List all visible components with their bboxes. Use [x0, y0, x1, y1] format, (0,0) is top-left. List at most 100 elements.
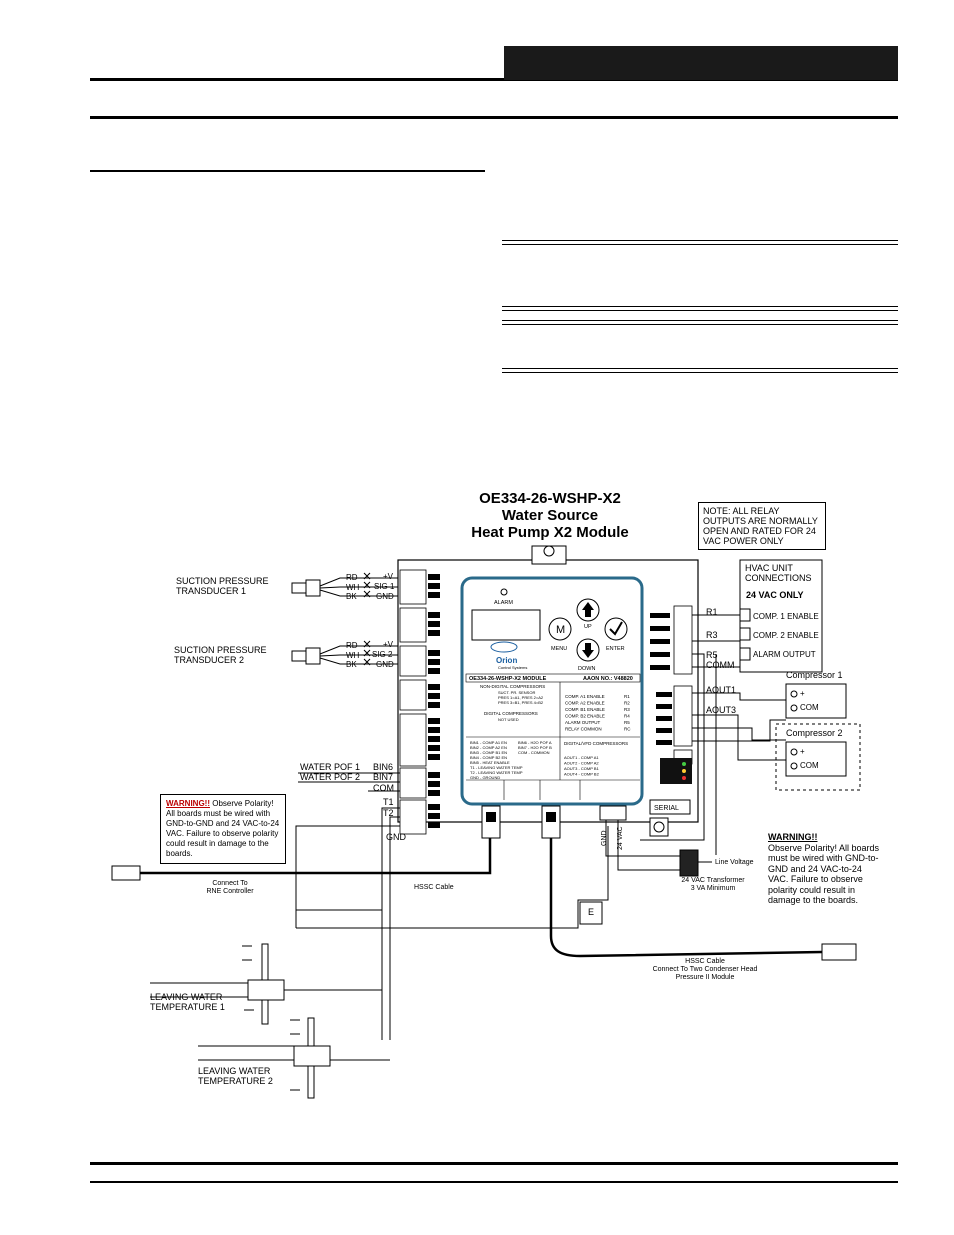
vac-vertical-label: 24 VAC [617, 826, 624, 850]
board-text: ALARM M UP DOWN MENU ENTER Orion Control… [469, 600, 679, 812]
bin-item: T2 - LEAVING WATER TEMP [470, 770, 523, 775]
alarm-led [500, 588, 508, 596]
suct-label: SUCT. PR. SENSOR [498, 690, 535, 695]
up-arrow-icon [582, 602, 594, 617]
pres-a-label: PRES 1=A1, PRES 2=A2 [498, 695, 544, 700]
note-rule-7 [502, 368, 898, 369]
transducer-2-wiring [291, 640, 398, 666]
water-pof-1-label: WATER POF 1 [300, 762, 361, 772]
warning-left-text: Observe Polarity! All boards must be wir… [166, 799, 280, 858]
t1-pin-v: +V [383, 572, 394, 581]
relay-item: COMP. B1 ENABLE [565, 707, 605, 712]
control-systems-label: Control Systems [498, 665, 527, 670]
lwt-1-line2: TEMPERATURE 1 [150, 1002, 225, 1012]
led-3 [682, 776, 686, 780]
digital-label: DIGITAL COMPRESSORS [484, 711, 538, 716]
hvac-title: HVAC UNIT CONNECTIONS [745, 563, 812, 583]
not-used-label: NOT USED [498, 717, 519, 722]
relay-output-wiring [640, 614, 786, 855]
hvac-alarm: ALARM OUTPUT [753, 650, 816, 659]
transducer-1-wiring [291, 572, 398, 598]
hvac-unit-block [739, 559, 823, 673]
transducer-1-line1: SUCTION PRESSURE [176, 576, 269, 586]
up-label: UP [584, 624, 592, 630]
bin-item: COM - COMMON [518, 750, 550, 755]
note-rule-2 [502, 244, 898, 245]
bin-item: BIN4 - COMP B2 EN [470, 755, 507, 760]
bin-item: GND - GROUND [470, 775, 500, 780]
warning-left: WARNING!! Observe Polarity! All boards m… [160, 794, 286, 864]
t2-pin-sig: SIG 2 [372, 650, 393, 659]
lwt-2-label: LEAVING WATER TEMPERATURE 2 [198, 1066, 273, 1086]
down-label: DOWN [578, 666, 595, 672]
footer-rule-1 [90, 1162, 898, 1165]
compressor-2-box [785, 741, 847, 777]
menu-label: MENU [551, 646, 567, 652]
t2-pin-v: +V [383, 640, 394, 649]
compressor-2-title: Compressor 2 [786, 728, 843, 738]
note-rule-8 [502, 372, 898, 373]
lwt-sensor-1 [150, 943, 285, 1025]
bin-item: T1 - LEAVING WATER TEMP [470, 765, 523, 770]
hssc-cable [549, 838, 857, 961]
diagram-title: OE334-26-WSHP-X2 Water Source Heat Pump … [440, 490, 660, 541]
header-rule-top [90, 78, 898, 81]
relay-id: RC [624, 727, 631, 732]
aout-item: AOUT1 - COMP A1 [564, 755, 599, 760]
left-terminal-blocks [399, 569, 427, 835]
transducer-2-line2: TRANSDUCER 2 [174, 655, 245, 665]
compressor-1-plus: + [800, 689, 805, 698]
lwt-sensor-2 [198, 1017, 331, 1099]
t2-wire-wh: WH [346, 651, 360, 660]
t2-wire-bk: BK [346, 660, 357, 669]
aaon-logo [490, 641, 518, 653]
bin-item: BIN6 - H2O POF A [518, 740, 552, 745]
relay-item: COMP. B2 ENABLE [565, 714, 605, 719]
menu-letter: M [556, 624, 565, 636]
bottom-connectors [481, 805, 627, 839]
bin-item: BIN5 - HEAT ENABLE [470, 760, 510, 765]
lwt-1-line1: LEAVING WATER [150, 992, 223, 1002]
bin7-label: BIN7 [373, 772, 394, 782]
section-rule [90, 170, 485, 172]
right-terminal-blocks [673, 605, 693, 765]
transducer-2-label: SUCTION PRESSURE TRANSDUCER 2 [174, 645, 267, 665]
transducer-2-line1: SUCTION PRESSURE [174, 645, 267, 655]
bin-item: BIN3 - COMP B1 EN [470, 750, 507, 755]
hssc-cable-2-label: HSSC Cable Connect To Two Condenser Head… [640, 958, 770, 982]
line-voltage-label: Line Voltage [715, 859, 754, 866]
nondigital-label: NON-DIGITAL COMPRESSORS [480, 684, 545, 689]
relay-id: R3 [624, 707, 630, 712]
aout-item: AOUT2 - COMP A2 [564, 761, 599, 766]
aout3-label: AOUT3 [706, 705, 737, 715]
serial-label: SERIAL [654, 805, 679, 812]
menu-button[interactable] [548, 617, 572, 641]
t1-pin-gnd: GND [376, 592, 394, 601]
compressor-1-box [785, 683, 847, 719]
bin6-label: BIN6 [373, 762, 394, 772]
hssc2-line3: Pressure II Module [675, 974, 735, 981]
note-rule-5 [502, 320, 898, 321]
note-rule-6 [502, 324, 898, 325]
t1-wire-wh: WH [346, 583, 360, 592]
controller-board [397, 545, 699, 839]
note-rule-3 [502, 306, 898, 307]
aout-item: AOUT4 - COMP B2 [564, 772, 600, 777]
e-label: E [588, 907, 595, 917]
status-led-block [660, 758, 692, 784]
t1-wire-rd: RD [346, 573, 358, 582]
warning-right: WARNING!! Observe Polarity! All boards m… [768, 832, 880, 906]
water-pof-2-label: WATER POF 2 [300, 772, 361, 782]
enter-button[interactable] [604, 617, 628, 641]
t1-pin-sig: SIG 1 [374, 582, 395, 591]
header-bar [504, 46, 898, 80]
relay-comm-label: COMM [706, 660, 735, 670]
hssc-cable-label: HSSC Cable [414, 884, 454, 891]
orion-label: Orion [496, 656, 517, 665]
e-ground-box [579, 901, 603, 925]
alarm-label: ALARM [494, 600, 513, 606]
down-arrow-icon [582, 643, 594, 658]
